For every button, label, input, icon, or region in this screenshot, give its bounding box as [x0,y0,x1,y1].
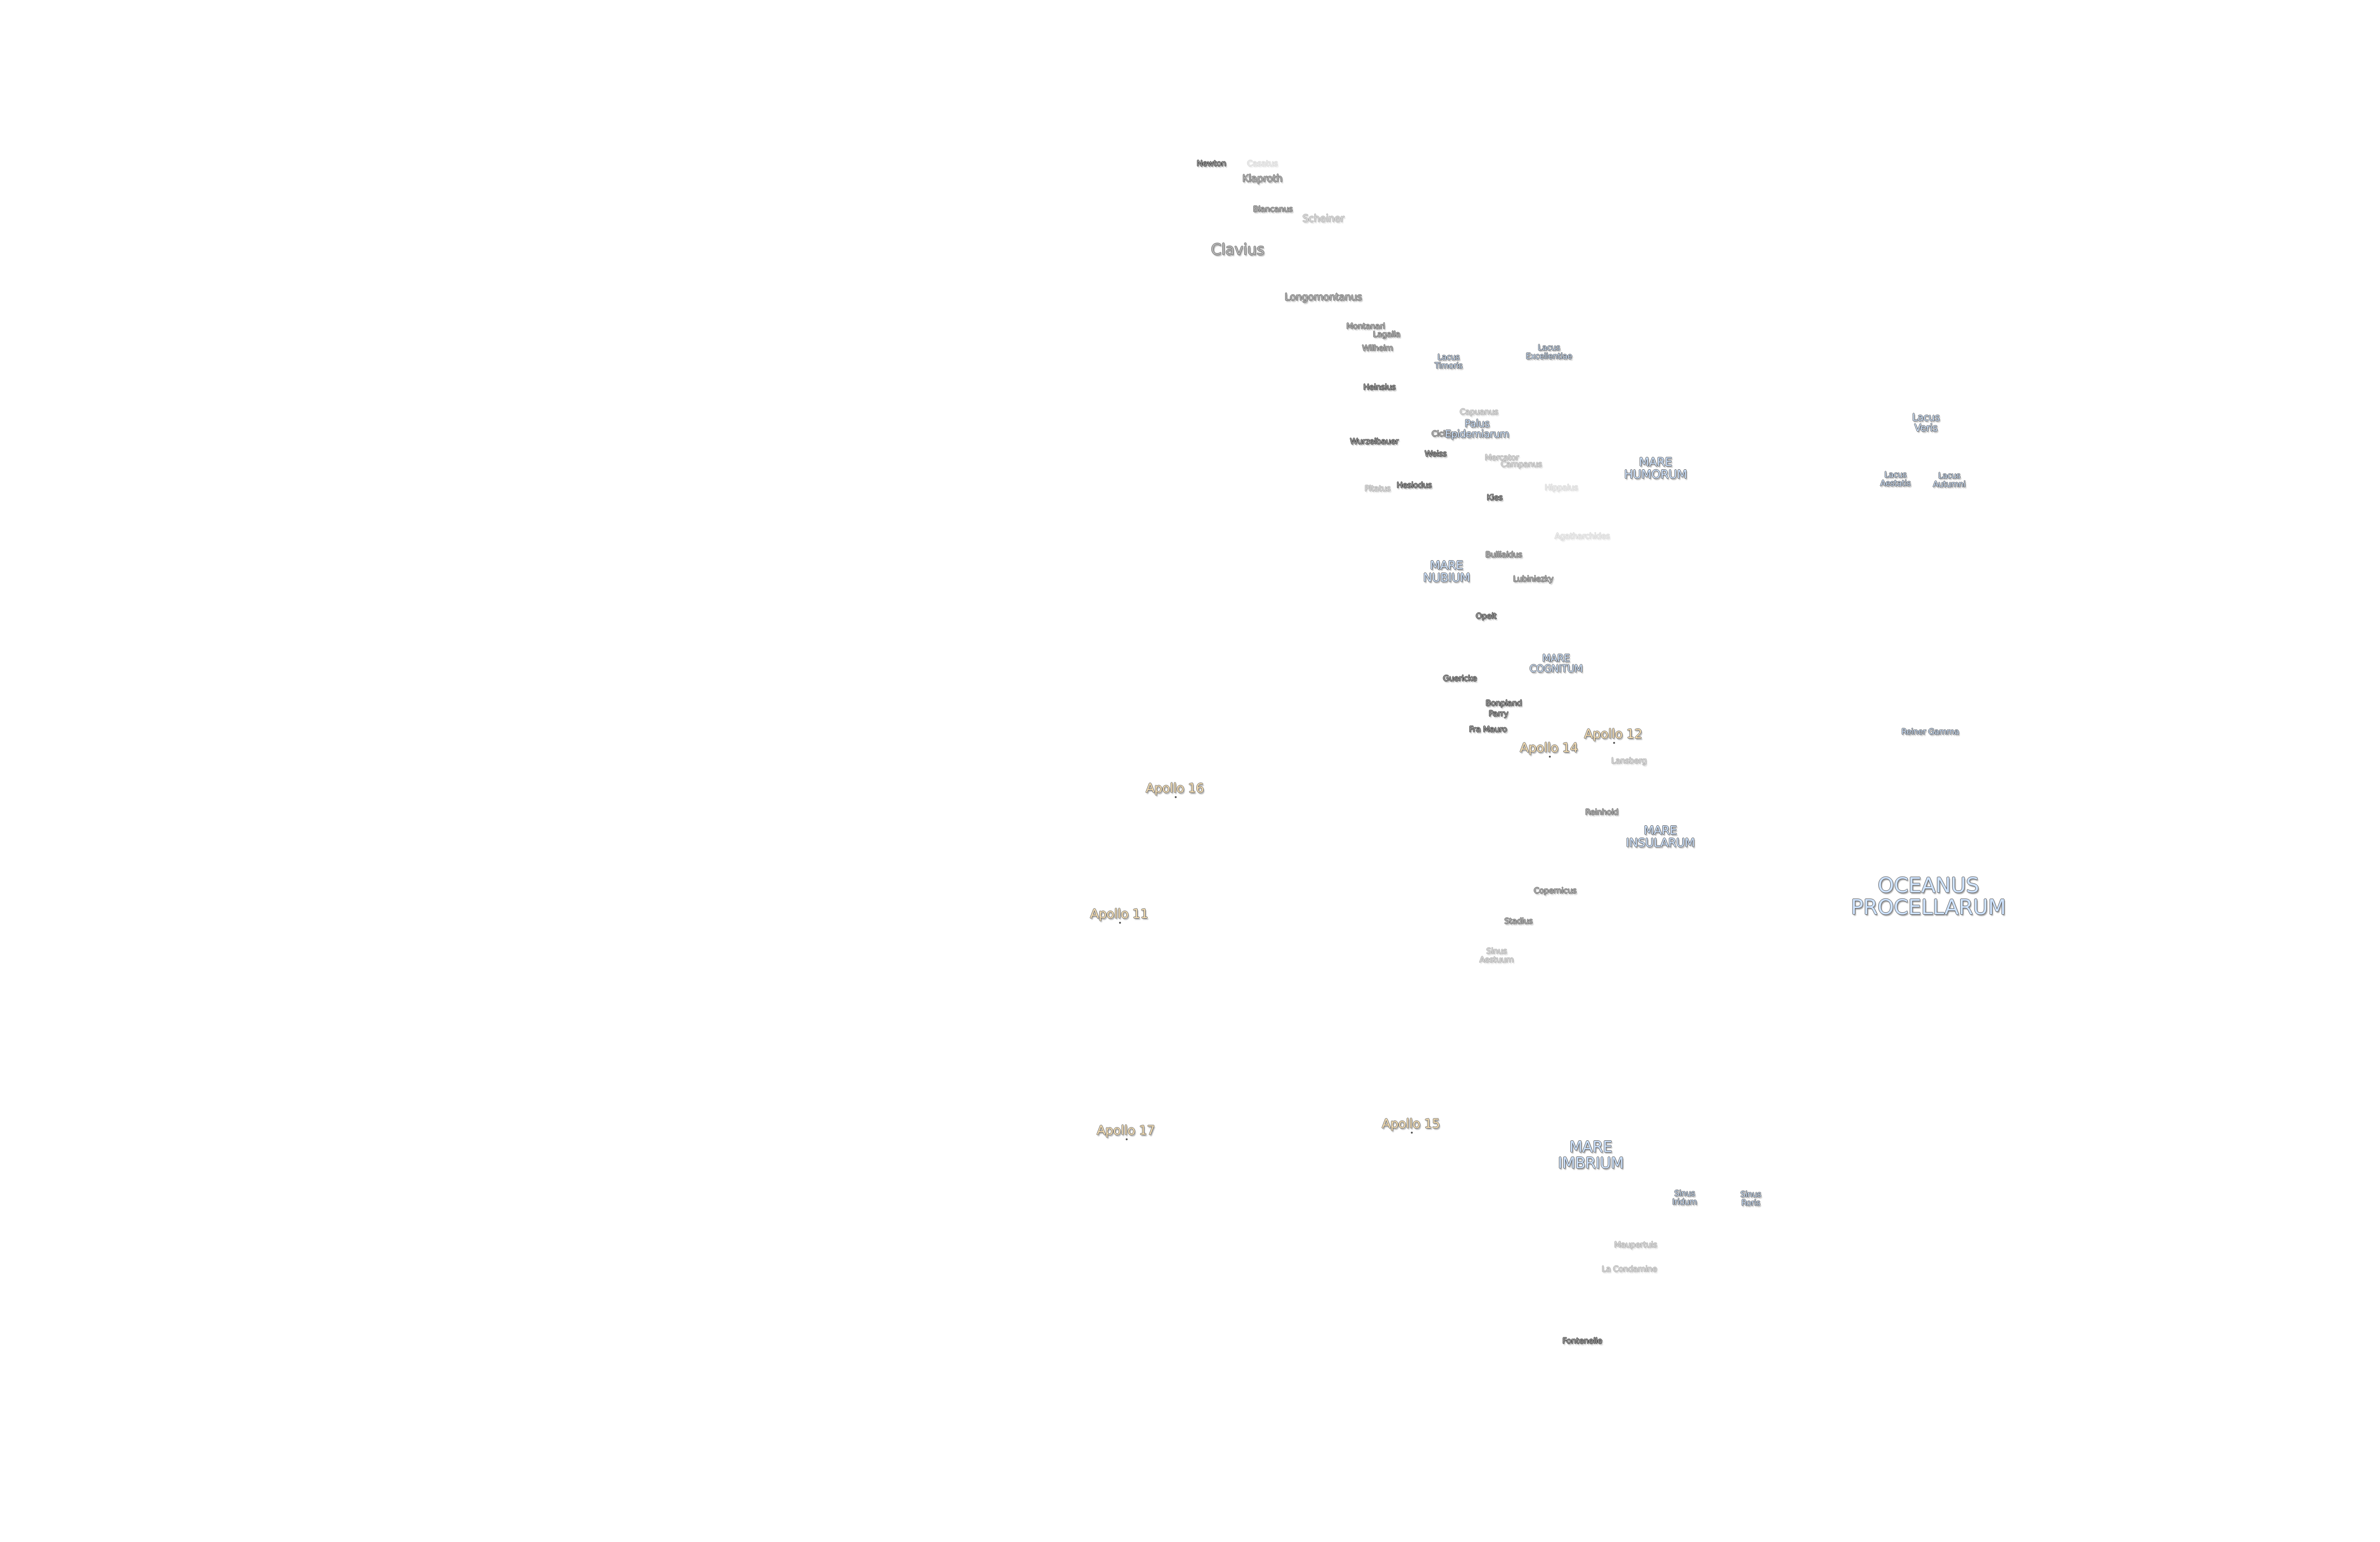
crater-label-bullialdus[interactable]: Bullialdus [1485,550,1522,560]
sea-label-palus-epidemiarum[interactable]: Palus Epidemiarum [1445,417,1509,440]
crater-label-weiss[interactable]: Weiss [1424,449,1447,459]
crater-label-heinsius[interactable]: Heinsius [1363,383,1396,393]
crater-label-lansberg[interactable]: Lansberg [1611,756,1647,766]
crater-label-cichus[interactable]: Cichus [1431,429,1457,439]
crater-label-fontenelle[interactable]: Fontenelle [1562,1336,1602,1346]
sea-label-reiner-gamma[interactable]: Reiner Gamma [1901,727,1960,737]
sea-label-lacus-aestatis[interactable]: Lacus Aestatis [1880,470,1911,488]
sea-label-oceanus-procellarum[interactable]: OCEANUS PROCELLARUM [1851,873,2006,919]
landing-site-apollo-12[interactable]: Apollo 12 [1584,726,1643,744]
crater-label-copernicus[interactable]: Copernicus [1534,886,1577,896]
crater-label-fra-mauro[interactable]: Fra Mauro [1469,725,1507,735]
crater-label-hesiodus[interactable]: Hesiodus [1397,481,1432,491]
crater-label-blancanus[interactable]: Blancanus [1253,205,1293,215]
crater-label-opelt[interactable]: Opelt [1476,612,1497,622]
crater-label-montanari[interactable]: Montanari [1346,322,1385,332]
crater-label-maupertuis[interactable]: Maupertuis [1614,1240,1657,1250]
sea-label-sinus-aestuum[interactable]: Sinus Aestuum [1479,947,1514,965]
crater-label-agatharchides[interactable]: Agatharchides [1555,532,1610,542]
crater-label-reinhold[interactable]: Reinhold [1585,808,1618,818]
crater-label-lagalla[interactable]: Lagalla [1373,330,1400,340]
crater-label-scheiner[interactable]: Scheiner [1302,212,1344,224]
sea-label-mare-imbrium[interactable]: MARE IMBRIUM [1557,1137,1624,1172]
sea-label-lacus-excellentiae[interactable]: Lacus Excellentiae [1526,343,1572,361]
crater-label-campanus[interactable]: Campanus [1500,460,1542,470]
sea-label-lacus-veris[interactable]: Lacus Veris [1912,411,1940,434]
crater-label-casatus[interactable]: Casatus [1247,159,1278,169]
crater-label-parry[interactable]: Parry [1488,709,1508,719]
sea-label-mare-nubium[interactable]: MARE NUBIUM [1423,558,1470,584]
crater-label-hippalus[interactable]: Hippalus [1545,483,1578,493]
landing-site-apollo-14[interactable]: Apollo 14 [1519,740,1578,758]
sea-label-lacus-timoris[interactable]: Lacus Timoris [1434,353,1463,371]
crater-label-wilhelm[interactable]: Wilhelm [1362,344,1393,354]
landing-site-apollo-15[interactable]: Apollo 15 [1381,1116,1440,1134]
sea-label-sinus-iridum[interactable]: Sinus Iridum [1672,1189,1697,1207]
crater-label-capuanus[interactable]: Capuanus [1459,407,1498,417]
crater-label-la-condamine[interactable]: La Condamine [1601,1265,1657,1275]
sea-label-mare-insularum[interactable]: MARE INSULARUM [1626,823,1695,850]
crater-label-guericke[interactable]: Guericke [1443,674,1477,684]
crater-label-mercator[interactable]: Mercator [1485,453,1519,463]
sea-label-lacus-autumni[interactable]: Lacus Autumni [1933,471,1966,489]
crater-label-newton[interactable]: Newton [1197,159,1226,169]
crater-label-wurzelbauer[interactable]: Wurzelbauer [1349,437,1399,447]
landing-site-apollo-11[interactable]: Apollo 11 [1090,906,1149,924]
sea-label-sinus-roris[interactable]: Sinus Roris [1740,1190,1761,1208]
sea-label-mare-humorum[interactable]: MARE HUMORUM [1624,455,1687,481]
crater-label-klaproth[interactable]: Klaproth [1242,172,1283,184]
sea-label-mare-cognitum[interactable]: MARE COGNITUM [1529,652,1583,674]
crater-label-clavius[interactable]: Clavius [1210,240,1265,259]
crater-label-bonpland[interactable]: Bonpland [1485,699,1522,709]
crater-label-lubiniezky[interactable]: Lubiniezky [1513,574,1554,584]
landing-site-apollo-17[interactable]: Apollo 17 [1096,1123,1155,1141]
landing-site-apollo-16[interactable]: Apollo 16 [1145,781,1204,799]
crater-label-kies[interactable]: Kies [1487,493,1503,503]
crater-label-longomontanus[interactable]: Longomontanus [1284,291,1362,303]
crater-label-stadius[interactable]: Stadius [1504,917,1533,927]
crater-label-pitatus[interactable]: Pitatus [1364,484,1391,494]
